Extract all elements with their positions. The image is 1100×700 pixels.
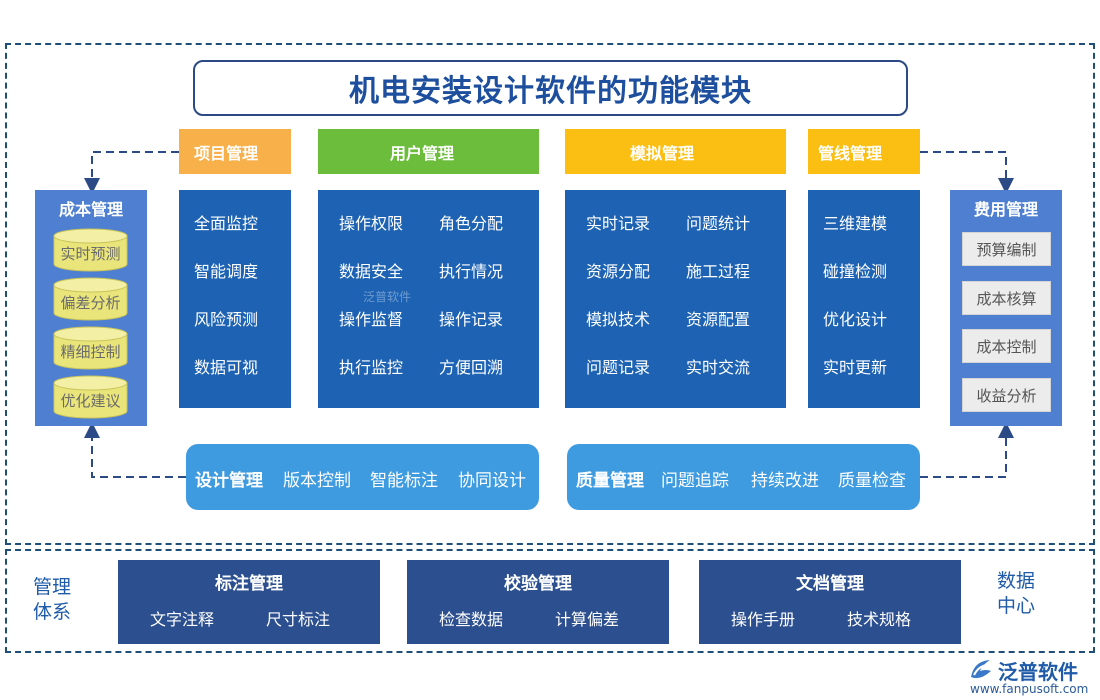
design-bar-item: 智能标注 (370, 471, 438, 491)
logo-url: www.fanpusoft.com (970, 682, 1089, 696)
top-frame (5, 43, 1095, 545)
fee-item: 收益分析 (962, 378, 1051, 412)
watermark: 泛普软件 (363, 290, 412, 304)
bottom-box-item: 技术规格 (847, 610, 912, 629)
module-item: 执行监控 (339, 358, 404, 377)
fee-item: 成本核算 (962, 281, 1051, 315)
module-header-project: 项目管理 (179, 129, 291, 174)
cylinder: 优化建议 (53, 375, 128, 419)
connector-fee-bottom (920, 422, 1014, 478)
design-bar: 设计管理 版本控制 智能标注 协同设计 (186, 444, 539, 510)
module-block-sim: 实时记录 问题统计 资源分配 施工过程 模拟技术 资源配置 问题记录 实时交流 (565, 190, 786, 408)
cylinder-label: 精细控制 (60, 343, 121, 361)
module-item: 优化设计 (823, 310, 888, 329)
quality-bar-item: 持续改进 (751, 471, 819, 491)
bottom-frame (5, 549, 1095, 653)
module-header-label: 用户管理 (390, 143, 455, 163)
module-header-pipeline: 管线管理 (808, 129, 920, 174)
data-center-label-line: 数据 (996, 570, 1035, 592)
design-bar-item: 协同设计 (458, 471, 526, 491)
module-item: 执行情况 (439, 262, 504, 281)
module-item: 资源分配 (586, 262, 651, 281)
module-item: 碰撞检测 (823, 262, 888, 281)
cylinder-label: 实时预测 (60, 245, 121, 263)
module-block-project: 全面监控 智能调度 风险预测 数据可视 (179, 190, 291, 408)
module-header-label: 模拟管理 (630, 143, 695, 163)
module-block-user: 操作权限 角色分配 数据安全 执行情况 操作监督 操作记录 执行监控 方便回溯 … (318, 190, 539, 408)
module-item: 问题统计 (686, 214, 751, 233)
fee-item: 预算编制 (962, 232, 1051, 266)
bottom-box-title: 校验管理 (504, 574, 572, 594)
management-system-label-line: 管理 (32, 576, 71, 598)
connector-fee-top (920, 151, 1014, 194)
module-item: 模拟技术 (586, 310, 651, 329)
data-center-label-line: 中心 (996, 595, 1035, 617)
module-item: 操作记录 (439, 310, 504, 329)
cost-panel: 成本管理 实时预测 偏差分析 精细控制 优化建议 (35, 190, 147, 426)
module-item: 方便回溯 (439, 358, 504, 377)
design-bar-item: 版本控制 (283, 471, 351, 491)
quality-bar-item: 问题追踪 (661, 471, 729, 491)
module-block-pipeline: 三维建模 碰撞检测 优化设计 实时更新 (808, 190, 920, 408)
module-item: 实时记录 (586, 214, 651, 233)
page-title: 机电安装设计软件的功能模块 (193, 60, 908, 116)
cylinder: 实时预测 (53, 228, 128, 272)
logo-name: 泛普软件 (998, 660, 1078, 684)
fee-panel: 费用管理 预算编制 成本核算 成本控制 收益分析 (950, 190, 1062, 426)
bottom-box-annotation: 标注管理 文字注释 尺寸标注 (118, 560, 380, 644)
bottom-box-item: 计算偏差 (555, 610, 620, 629)
module-item: 实时更新 (823, 358, 888, 377)
bottom-box-item: 文字注释 (150, 610, 215, 629)
module-item: 智能调度 (194, 262, 259, 281)
module-item: 操作监督 (339, 310, 404, 329)
module-item: 资源配置 (686, 310, 751, 329)
cylinder-label: 偏差分析 (60, 294, 121, 312)
cylinder: 偏差分析 (53, 277, 128, 321)
logo-icon (971, 660, 991, 679)
module-header-label: 项目管理 (194, 143, 259, 163)
cylinder: 精细控制 (53, 326, 128, 370)
bottom-box-title: 标注管理 (215, 574, 283, 594)
management-system-label: 管理 体系 (22, 575, 82, 625)
bottom-box-item: 操作手册 (731, 610, 796, 629)
module-item: 角色分配 (439, 214, 504, 233)
bottom-box-verify: 校验管理 检查数据 计算偏差 (407, 560, 669, 644)
bottom-box-title: 文档管理 (796, 574, 864, 594)
module-item: 实时交流 (686, 358, 751, 377)
module-item: 问题记录 (586, 358, 651, 377)
cost-panel-title: 成本管理 (58, 200, 123, 219)
module-item: 三维建模 (823, 214, 888, 233)
fee-item: 成本控制 (962, 329, 1051, 363)
management-system-label-line: 体系 (32, 601, 71, 623)
quality-bar: 质量管理 问题追踪 持续改进 质量检查 (567, 444, 920, 510)
quality-bar-item: 质量检查 (838, 471, 906, 491)
module-item: 数据安全 (339, 262, 404, 281)
quality-bar-title: 质量管理 (576, 471, 644, 491)
module-item: 全面监控 (194, 214, 259, 233)
module-header-label: 管线管理 (818, 143, 883, 163)
connector-cost-top (84, 151, 179, 194)
connector-cost-bottom (84, 422, 186, 478)
bottom-box-document: 文档管理 操作手册 技术规格 (699, 560, 961, 644)
cylinder-label: 优化建议 (60, 392, 121, 410)
fee-panel-title: 费用管理 (973, 200, 1038, 219)
logo: 泛普软件 www.fanpusoft.com (968, 655, 1093, 697)
module-header-user: 用户管理 (318, 129, 539, 174)
bottom-box-item: 尺寸标注 (266, 610, 331, 629)
design-bar-title: 设计管理 (195, 471, 263, 491)
module-item: 施工过程 (686, 262, 751, 281)
data-center-label: 数据 中心 (986, 569, 1046, 619)
module-item: 操作权限 (339, 214, 404, 233)
module-header-sim: 模拟管理 (565, 129, 786, 174)
module-item: 数据可视 (194, 358, 259, 377)
module-item: 风险预测 (194, 310, 259, 329)
bottom-box-item: 检查数据 (439, 610, 504, 629)
